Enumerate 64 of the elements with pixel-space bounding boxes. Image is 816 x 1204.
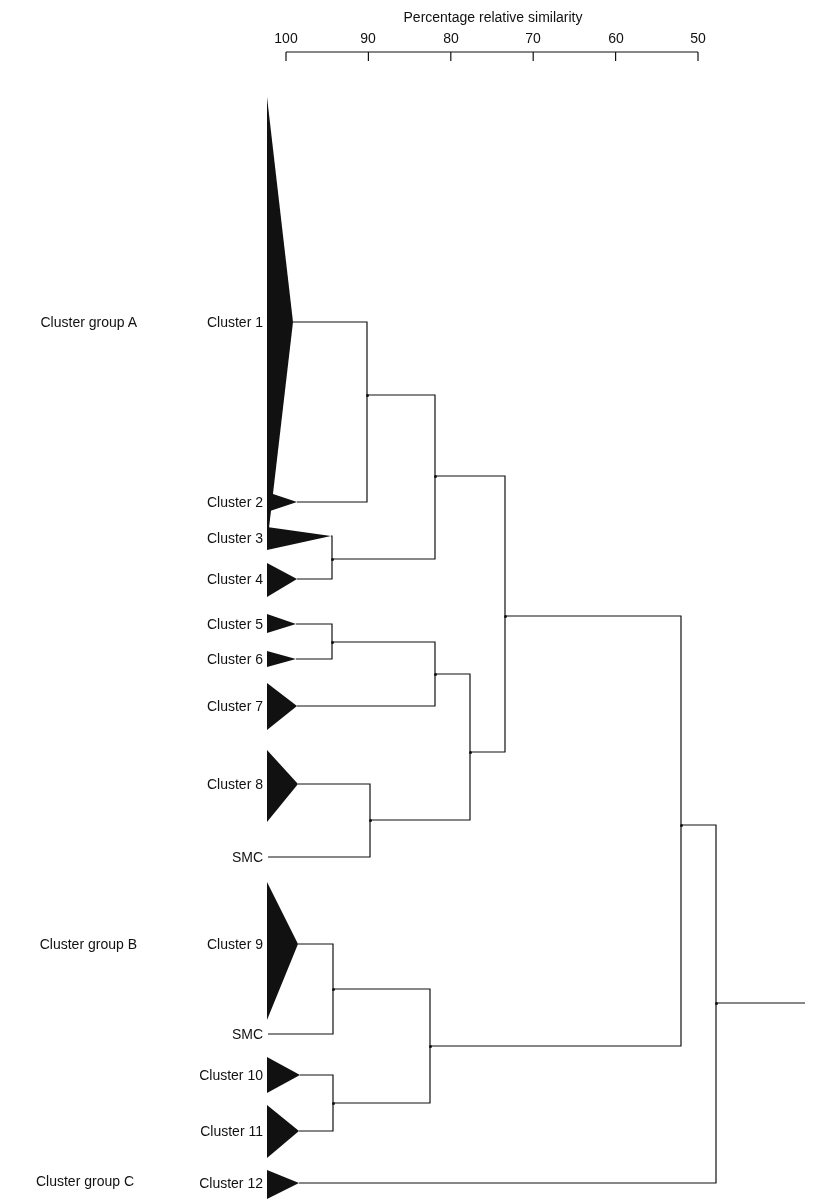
- tick-label: 80: [443, 29, 459, 47]
- dendrogram-branch: [369, 751, 471, 821]
- dendrogram-branch: [434, 475, 506, 617]
- cluster-label: Cluster 6: [206, 650, 263, 668]
- cluster-label: SMC: [231, 1025, 263, 1043]
- dendrogram-branch: [715, 1002, 806, 1004]
- dendrogram-branch: [296, 394, 368, 503]
- cluster-label: Cluster 2: [206, 493, 263, 511]
- dendrogram-branch: [429, 824, 682, 1047]
- dendrogram-branch: [330, 535, 333, 560]
- junction-point: [503, 614, 507, 618]
- dendrogram-branch: [504, 615, 682, 826]
- dendrogram-branch: [366, 394, 436, 477]
- dendrogram-branch: [680, 824, 717, 1004]
- junction-point: [468, 750, 472, 754]
- junction-point: [365, 393, 369, 397]
- group-label: Cluster group C: [35, 1172, 134, 1190]
- dendrogram-branch: [332, 988, 431, 1047]
- axis-title: Percentage relative similarity: [403, 8, 583, 26]
- junction-point: [330, 557, 334, 561]
- dendrogram-branch: [295, 641, 333, 660]
- junction-point: [330, 640, 334, 644]
- cluster-label: Cluster 8: [206, 775, 263, 793]
- cluster-label: Cluster 4: [206, 570, 263, 588]
- dendrogram-branch: [331, 475, 436, 560]
- cluster-label: Cluster 9: [206, 935, 263, 953]
- tick-label: 100: [274, 29, 298, 47]
- dendrogram-branch: [296, 558, 333, 580]
- dendrogram-branch: [296, 673, 436, 707]
- junction-point: [428, 1044, 432, 1048]
- cluster-label: Cluster 10: [199, 1066, 263, 1084]
- junction-point: [714, 1001, 718, 1005]
- junction-point: [679, 823, 683, 827]
- junction-point: [368, 818, 372, 822]
- cluster-label: Cluster 1: [206, 313, 263, 331]
- junction-point: [331, 987, 335, 991]
- cluster-label: Cluster 5: [206, 615, 263, 633]
- dendrogram-branch: [332, 1045, 431, 1104]
- junction-point: [331, 1101, 335, 1105]
- dendrogram-branch: [331, 641, 436, 675]
- dendrogram-branch: [295, 623, 333, 643]
- dendrogram-branch: [298, 1002, 717, 1184]
- tick-label: 50: [690, 29, 706, 47]
- cluster-label: Cluster 3: [206, 529, 263, 547]
- cluster-label: Cluster 11: [200, 1122, 263, 1140]
- dendrogram-branch: [469, 615, 506, 753]
- cluster-label: SMC: [231, 848, 263, 866]
- cluster-label: Cluster 7: [206, 697, 263, 715]
- cluster-label: Cluster 12: [199, 1174, 263, 1192]
- junction-point: [433, 672, 437, 676]
- group-label: Cluster group A: [40, 313, 137, 331]
- dendrogram-branch: [434, 673, 471, 753]
- group-label: Cluster group B: [39, 935, 137, 953]
- tick-label: 90: [360, 29, 376, 47]
- dendrogram-branch: [298, 1102, 334, 1132]
- dendrogram-branch: [292, 321, 368, 396]
- dendrogram-branch: [299, 1074, 334, 1104]
- tick-label: 70: [525, 29, 541, 47]
- dendrogram-branch: [267, 819, 371, 858]
- dendrogram-branch: [267, 988, 334, 1035]
- dendrogram-branch: [297, 943, 334, 990]
- dendrogram-branch: [297, 783, 371, 821]
- junction-point: [433, 474, 437, 478]
- tick-label: 60: [608, 29, 624, 47]
